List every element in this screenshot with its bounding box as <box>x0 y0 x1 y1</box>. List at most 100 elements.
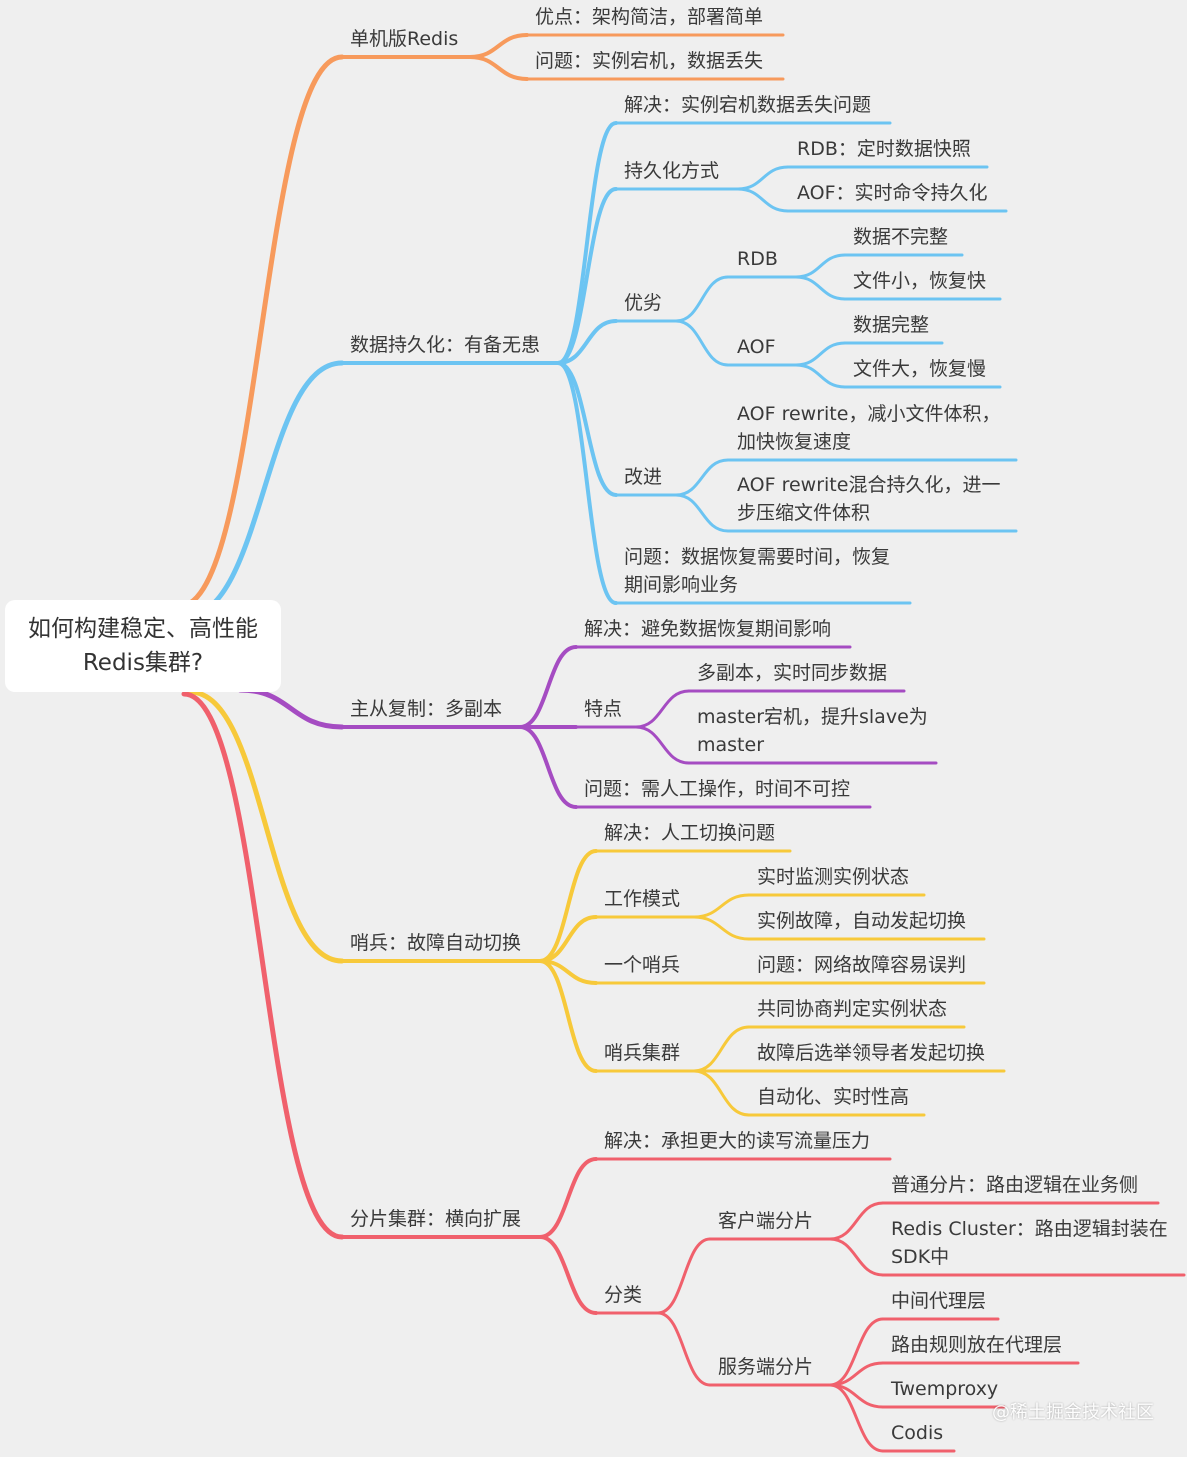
client-c1-node[interactable]: 普通分片：路由逻辑在业务侧 <box>881 1174 1160 1205</box>
sharding-types-connector <box>538 1235 598 1315</box>
persistence-issue-connector <box>556 361 618 605</box>
replication-features-node-label: 特点 <box>584 698 622 720</box>
compare-rdb-node[interactable]: RDB <box>727 248 798 279</box>
client-c1-node-label: 普通分片：路由逻辑在业务侧 <box>891 1174 1138 1196</box>
sharding-solve-node[interactable]: 解决：承担更大的读写流量压力 <box>594 1130 892 1161</box>
cluster-c2-node[interactable]: 故障后选举领导者发起切换 <box>747 1042 1006 1073</box>
persistence-improve-node-label: 改进 <box>624 466 662 488</box>
client-shard-node-label: 客户端分片 <box>718 1210 813 1232</box>
server-shard-node[interactable]: 服务端分片 <box>708 1356 832 1387</box>
server-s4-connector <box>828 1383 885 1453</box>
persistence-solve-node-label: 解决：实例宕机数据丢失问题 <box>624 94 871 116</box>
methods-aof-node[interactable]: AOF：实时命令持久化 <box>787 182 1008 213</box>
rdb-c2-node[interactable]: 文件小，恢复快 <box>843 270 1002 301</box>
server-s2-node[interactable]: 路由规则放在代理层 <box>881 1334 1080 1365</box>
types-client-connector <box>656 1237 712 1315</box>
replication-solve-node[interactable]: 解决：避免数据恢复期间影响 <box>574 618 852 649</box>
sharding-solve-connector <box>538 1157 598 1239</box>
persistence-compare-node-label: 优劣 <box>624 292 662 314</box>
mode-m2-node[interactable]: 实例故障，自动发起切换 <box>747 910 986 941</box>
cluster-c1-node[interactable]: 共同协商判定实例状态 <box>747 998 966 1029</box>
features-f1-node[interactable]: 多副本，实时同步数据 <box>687 662 906 693</box>
server-s4-node[interactable]: Codis <box>881 1422 956 1453</box>
persistence-issue-node-label-line-1: 问题：数据恢复需要时间，恢复 <box>624 546 890 568</box>
sharding-node-label: 分片集群：横向扩展 <box>350 1208 521 1230</box>
single-issue-node[interactable]: 问题：网络故障容易误判 <box>747 954 986 985</box>
replication-solve-node-label: 解决：避免数据恢复期间影响 <box>584 618 831 640</box>
sentinel-single-node[interactable]: 一个哨兵 <box>594 954 696 985</box>
methods-rdb-node[interactable]: RDB：定时数据快照 <box>787 138 989 169</box>
replication-node[interactable]: 主从复制：多副本 <box>340 698 522 729</box>
rdb-c1-node[interactable]: 数据不完整 <box>843 226 964 257</box>
root-title-line-2: Redis集群? <box>82 650 204 676</box>
replication-features-node[interactable]: 特点 <box>574 698 638 729</box>
persistence-improve-node[interactable]: 改进 <box>614 466 678 497</box>
sentinel-solve-node[interactable]: 解决：人工切换问题 <box>594 822 792 853</box>
persistence-methods-node[interactable]: 持久化方式 <box>614 160 740 191</box>
replication-issue-node[interactable]: 问题：需人工操作，时间不可控 <box>574 778 872 809</box>
cluster-c3-node[interactable]: 自动化、实时性高 <box>747 1086 926 1117</box>
client-c1-connector <box>828 1201 885 1241</box>
sentinel-cluster-node[interactable]: 哨兵集群 <box>594 1042 696 1073</box>
cluster-c3-connector <box>692 1069 751 1117</box>
persistence-node-label: 数据持久化：有备无患 <box>350 334 540 356</box>
standalone-node[interactable]: 单机版Redis <box>340 28 472 59</box>
features-f1-connector <box>634 689 691 729</box>
server-s1-node[interactable]: 中间代理层 <box>881 1290 1000 1321</box>
sentinel-single-node-label: 一个哨兵 <box>604 954 680 976</box>
server-s2-node-label: 路由规则放在代理层 <box>891 1334 1062 1356</box>
rdb-c2-connector <box>794 275 847 301</box>
rdb-c1-node-label: 数据不完整 <box>853 226 948 248</box>
mode-m1-node[interactable]: 实时监测实例状态 <box>747 866 926 897</box>
sharding-connector <box>181 691 345 1240</box>
sharding-node[interactable]: 分片集群：横向扩展 <box>340 1208 542 1239</box>
aof-c1-node[interactable]: 数据完整 <box>843 314 944 345</box>
sentinel-cluster-node-label: 哨兵集群 <box>604 1042 680 1064</box>
standalone-pros-node-label: 优点：架构简洁，部署简单 <box>535 6 763 28</box>
sharding-solve-node-label: 解决：承担更大的读写流量压力 <box>604 1130 870 1152</box>
server-s3-node[interactable]: Twemproxy <box>881 1378 1006 1409</box>
methods-aof-node-label: AOF：实时命令持久化 <box>797 182 988 204</box>
sentinel-cluster-connector <box>538 959 598 1073</box>
compare-aof-connector <box>674 319 730 367</box>
improve-i1-connector <box>674 458 730 497</box>
client-shard-node[interactable]: 客户端分片 <box>708 1210 832 1241</box>
single-issue-node-label: 问题：网络故障容易误判 <box>757 954 966 976</box>
persistence-compare-node[interactable]: 优劣 <box>614 292 678 323</box>
types-server-connector <box>656 1311 712 1387</box>
server-s3-node-label: Twemproxy <box>890 1378 998 1400</box>
methods-rdb-node-label: RDB：定时数据快照 <box>797 138 971 160</box>
improve-i2-node-label-line-1: AOF rewrite混合持久化，进一 <box>737 474 1000 496</box>
persistence-node[interactable]: 数据持久化：有备无患 <box>340 334 560 365</box>
improve-i2-connector <box>674 493 730 533</box>
aof-c2-connector <box>794 363 847 389</box>
rdb-c2-node-label: 文件小，恢复快 <box>853 270 986 292</box>
improve-i1-node-label-line-1: AOF rewrite，减小文件体积， <box>737 403 1000 425</box>
sentinel-mode-node[interactable]: 工作模式 <box>594 888 696 919</box>
standalone-issue-node[interactable]: 问题：实例宕机，数据丢失 <box>525 50 785 81</box>
sentinel-mode-node-label: 工作模式 <box>604 888 680 910</box>
replication-issue-node-label: 问题：需人工操作，时间不可控 <box>584 778 850 800</box>
root-node[interactable]: 如何构建稳定、高性能 Redis集群? <box>5 600 281 692</box>
mode-m2-node-label: 实例故障，自动发起切换 <box>757 910 966 932</box>
persistence-solve-connector <box>556 121 618 365</box>
improve-i1-node[interactable]: AOF rewrite，减小文件体积，加快恢复速度 <box>727 403 1018 462</box>
sentinel-node[interactable]: 哨兵：故障自动切换 <box>340 932 542 963</box>
standalone-issue-node-label: 问题：实例宕机，数据丢失 <box>535 50 763 72</box>
server-s1-connector <box>828 1317 885 1387</box>
compare-aof-node[interactable]: AOF <box>727 336 798 367</box>
standalone-pros-node[interactable]: 优点：架构简洁，部署简单 <box>525 6 785 37</box>
persistence-solve-node[interactable]: 解决：实例宕机数据丢失问题 <box>614 94 892 125</box>
aof-c2-node[interactable]: 文件大，恢复慢 <box>843 358 1002 389</box>
server-s1-node-label: 中间代理层 <box>891 1290 986 1312</box>
replication-node-label: 主从复制：多副本 <box>350 698 502 720</box>
sharding-types-node[interactable]: 分类 <box>594 1284 660 1315</box>
mode-m1-node-label: 实时监测实例状态 <box>757 866 909 888</box>
aof-c1-connector <box>794 341 847 367</box>
compare-rdb-node-label: RDB <box>737 248 778 270</box>
improve-i2-node-label-line-2: 步压缩文件体积 <box>737 502 870 524</box>
